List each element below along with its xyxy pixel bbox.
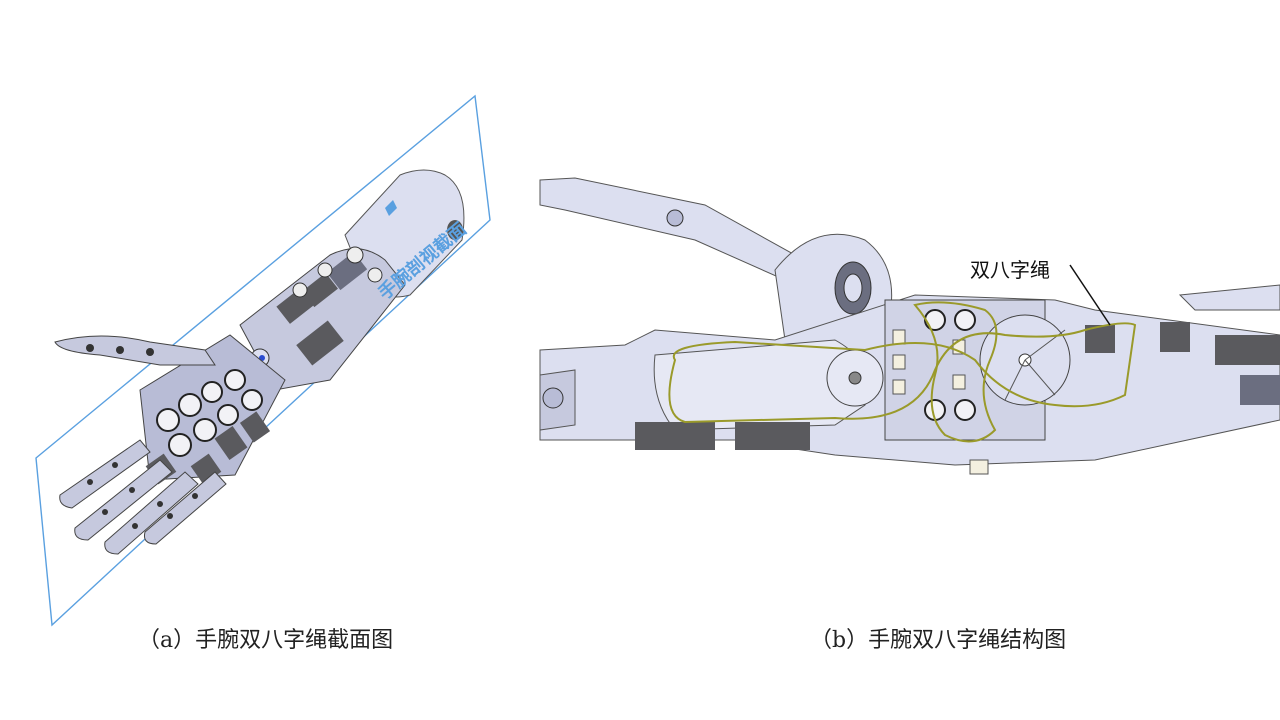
- actuator-blocks: [635, 284, 1280, 450]
- caption-b: （b）手腕双八字绳结构图: [810, 628, 1067, 653]
- palm: [139, 334, 286, 485]
- panel-b-wrist-structure-view: [535, 160, 1280, 480]
- upper-finger-link: [539, 177, 893, 346]
- wrist-body: [239, 246, 406, 391]
- rope-callout-label: 双八字绳: [970, 258, 1050, 282]
- thumb: [54, 335, 216, 366]
- double-figure-eight-rope: [668, 301, 1137, 443]
- wrist-structure-illustration: [539, 177, 1280, 475]
- section-plane: [35, 94, 491, 627]
- wrist-pulley-cluster: [884, 299, 1071, 475]
- fingers: [59, 439, 227, 555]
- callout-leader-line: [1069, 264, 1111, 326]
- caption-a: （a）手腕双八字绳截面图: [138, 628, 394, 653]
- hand-section-illustration: [35, 94, 491, 627]
- panel-a-hand-section-view: 手腕剖视截面: [0, 80, 520, 640]
